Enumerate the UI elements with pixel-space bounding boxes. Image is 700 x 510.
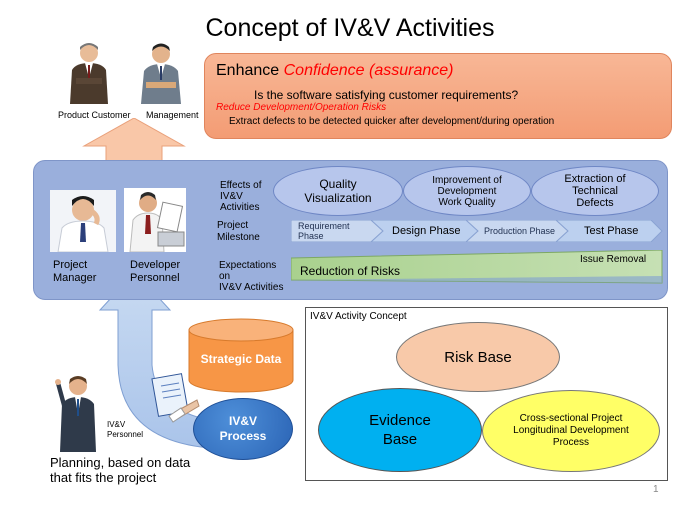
enhance-question: Is the software satisfying customer requ… <box>254 88 519 102</box>
evidence-base-label: Evidence Base <box>369 412 431 448</box>
ivv-personnel-label: IV&V Personnel <box>107 420 144 439</box>
effect-text: Improvement of Development Work Quality <box>432 174 502 208</box>
effect-oval-development-work-quality: Improvement of Development Work Quality <box>403 166 531 216</box>
evidence-base-ellipse: Evidence Base <box>318 388 482 472</box>
confidence-text: Confidence (assurance) <box>283 62 454 79</box>
document-icon <box>151 373 200 423</box>
phase-design: Design Phase <box>392 225 461 237</box>
effect-oval-quality-visualization: Quality Visualization <box>273 166 403 216</box>
developer-personnel-label: Developer Personnel <box>130 259 181 284</box>
effect-text: Extraction of Technical Defects <box>564 173 626 209</box>
ivv-process-circle: IV&V Process <box>193 398 293 460</box>
product-customer-label: Product Customer <box>58 110 131 120</box>
planning-text: Planning, based on data that fits the pr… <box>50 455 191 485</box>
expectations-wedge <box>291 250 663 284</box>
reduce-risks-text: Reduce Development/Operation Risks <box>216 102 387 113</box>
developer-personnel-icon <box>124 188 186 252</box>
cross-sectional-label: Cross-sectional Project Longitudinal Dev… <box>513 413 629 448</box>
extract-defects-text: Extract defects to be detected quicker a… <box>229 116 555 127</box>
milestone-chevrons <box>291 220 663 242</box>
risk-base-label: Risk Base <box>444 348 512 366</box>
phase-requirement: Requirement Phase <box>298 221 350 241</box>
phase-production: Production Phase <box>484 226 556 236</box>
risk-base-ellipse: Risk Base <box>396 322 560 392</box>
page-number: 1 <box>653 484 659 495</box>
reduction-of-risks-text: Reduction of Risks <box>300 264 401 278</box>
project-manager-label: Project Manager <box>53 259 97 284</box>
effect-text: Quality Visualization <box>304 177 372 205</box>
issue-removal-text: Issue Removal <box>580 254 647 265</box>
page-title: Concept of IV&V Activities <box>205 14 495 42</box>
product-customer-icon <box>70 43 108 104</box>
expectations-label: Expectations on IV&V Activities <box>219 260 284 293</box>
cross-sectional-ellipse: Cross-sectional Project Longitudinal Dev… <box>482 390 660 472</box>
strategic-data-label: Strategic Data <box>200 352 282 366</box>
management-label: Management <box>146 110 199 120</box>
phase-test: Test Phase <box>584 225 639 237</box>
effects-label: Effects of IV&V Activities <box>220 180 262 213</box>
ivv-personnel-icon <box>55 376 96 452</box>
strategic-data-cylinder <box>188 318 294 393</box>
milestone-label: Project Milestone <box>217 220 260 243</box>
ivv-process-label: IV&V Process <box>219 414 267 443</box>
management-icon <box>141 43 181 104</box>
enhance-confidence-box <box>204 53 672 139</box>
effect-oval-technical-defects: Extraction of Technical Defects <box>531 166 659 216</box>
project-manager-icon <box>50 190 116 252</box>
activity-concept-label: IV&V Activity Concept <box>310 311 407 322</box>
enhance-prefix: Enhance <box>216 62 284 79</box>
enhance-heading: Enhance Confidence (assurance) <box>216 62 453 80</box>
